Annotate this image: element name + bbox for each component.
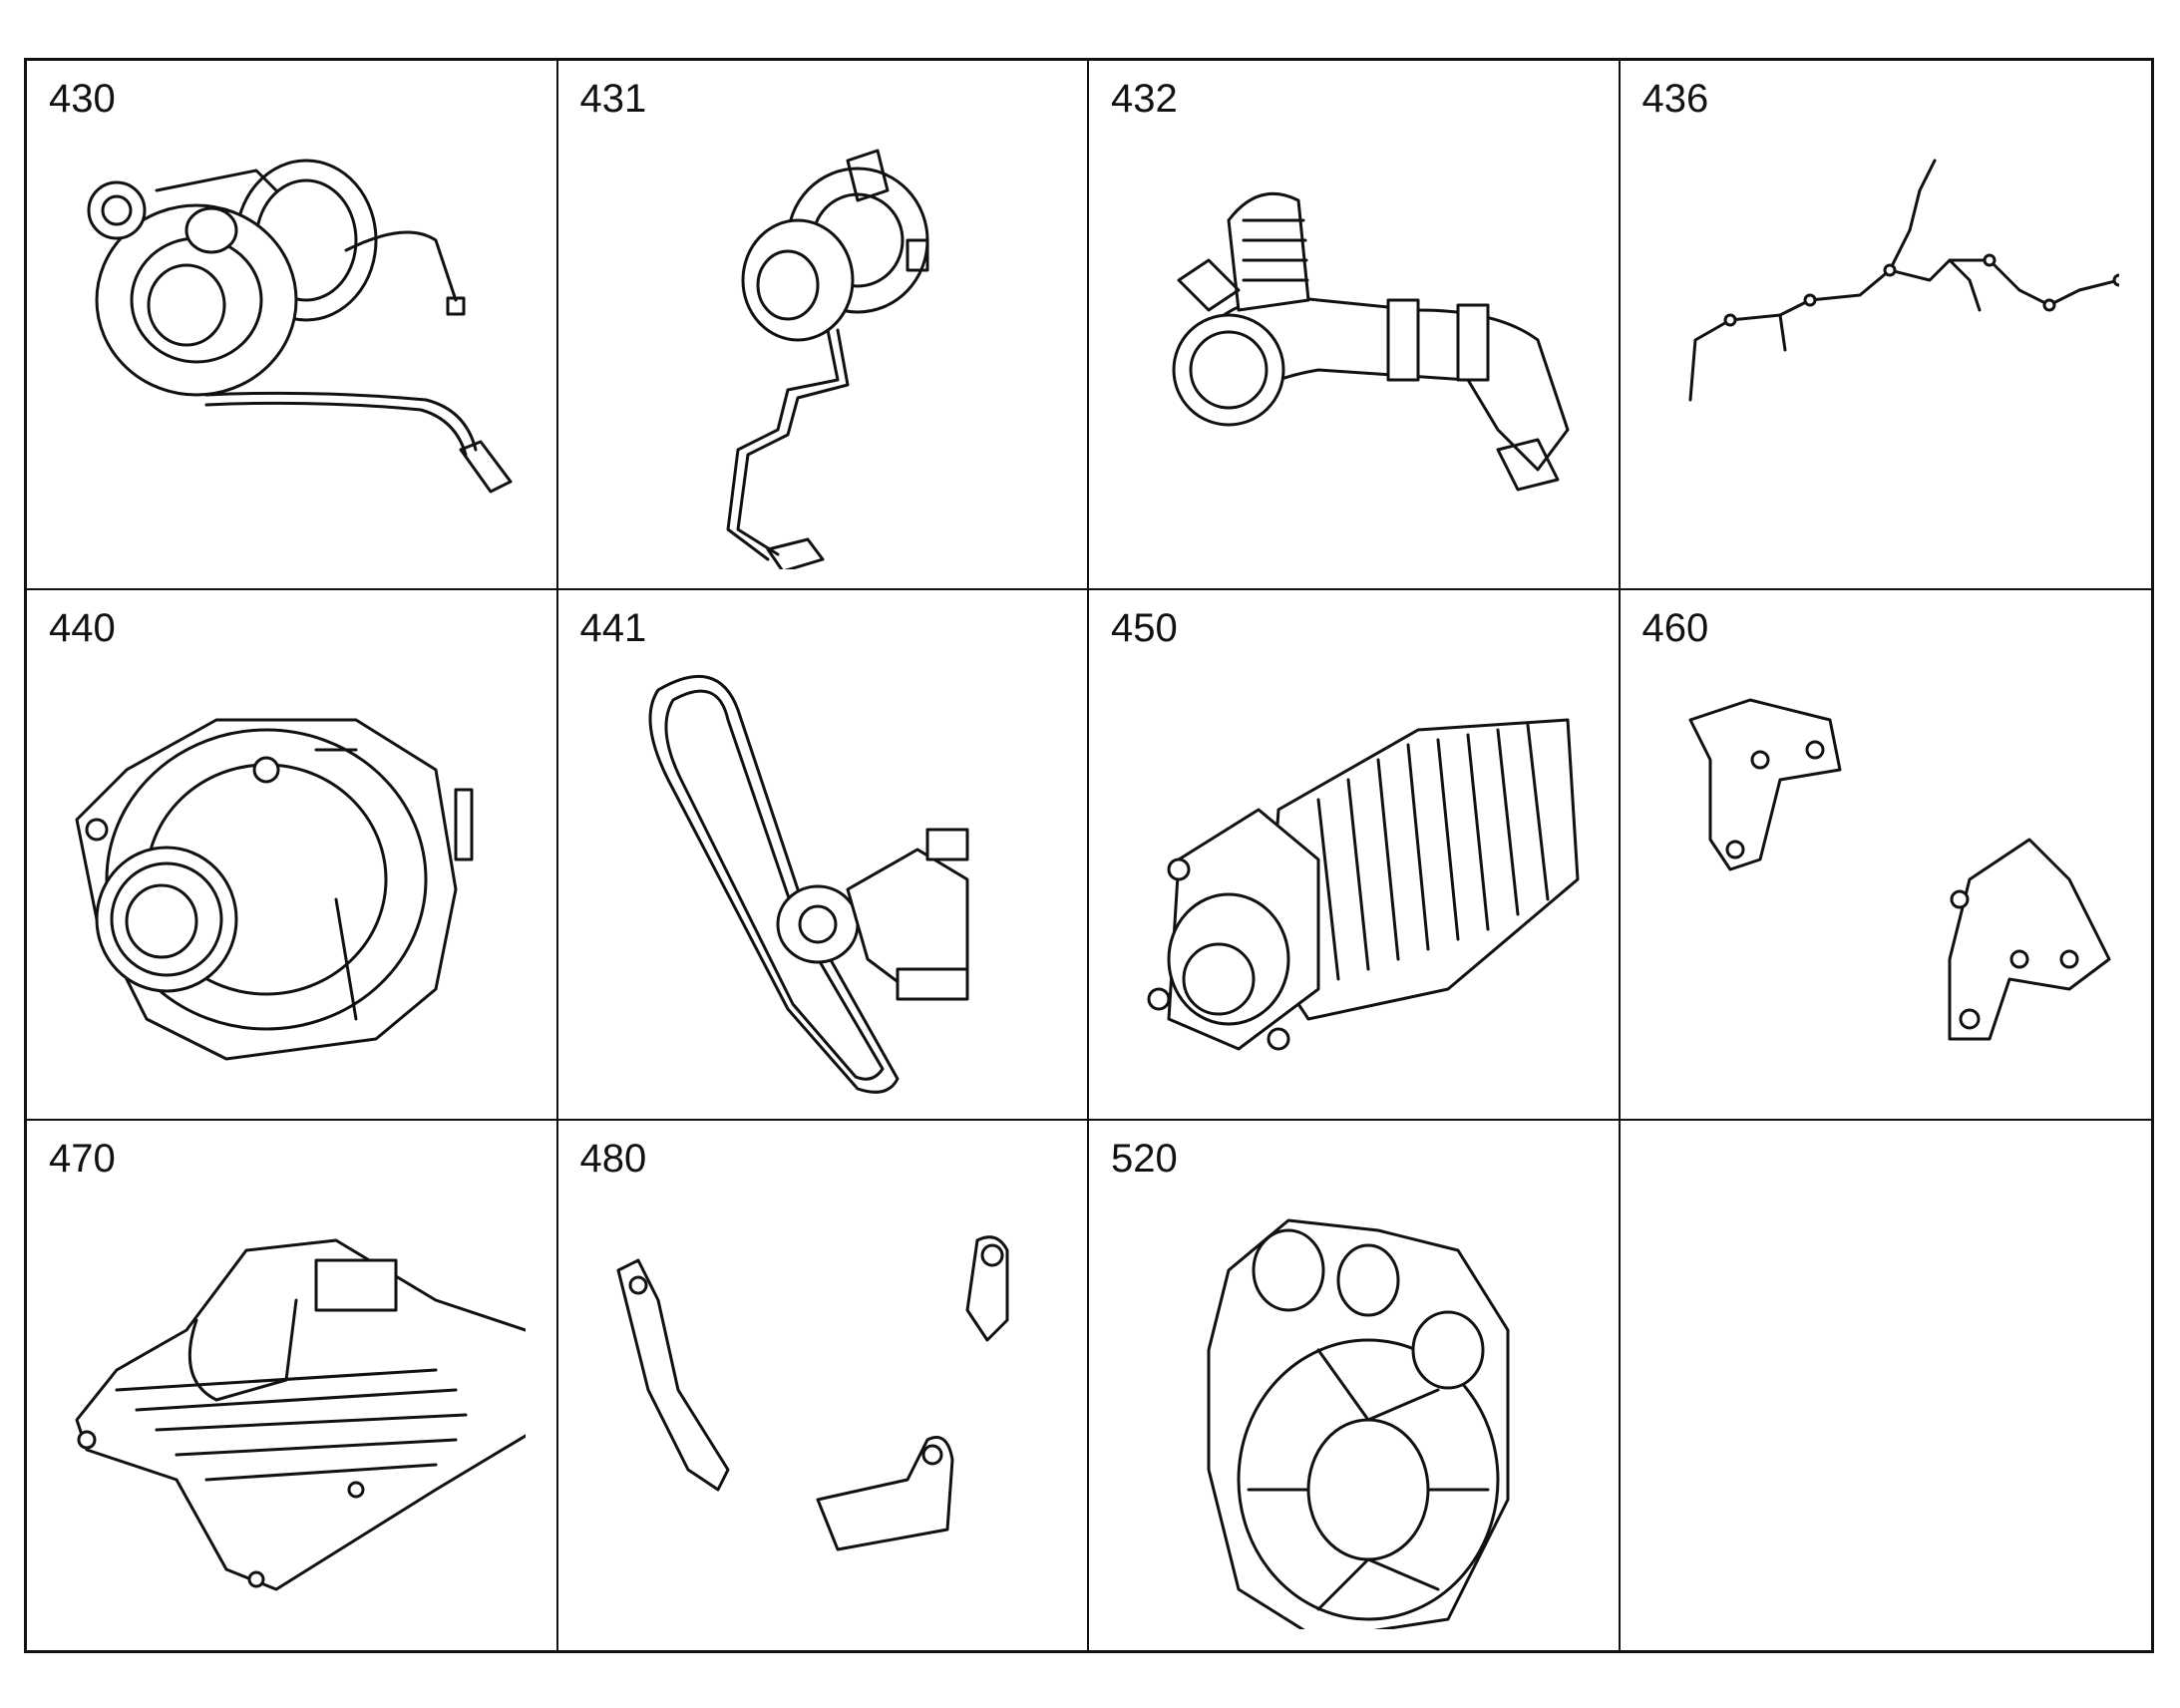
part-number: 460 — [1641, 606, 1709, 651]
belt-and-tensioner-icon — [648, 675, 968, 1095]
part-cell-432[interactable]: 432 — [1089, 61, 1621, 591]
empty-cell — [1621, 1121, 2152, 1650]
flywheel-housing-icon — [1207, 1218, 1510, 1629]
part-number: 440 — [49, 606, 116, 651]
part-number: 436 — [1641, 77, 1709, 121]
part-cell-480[interactable]: 480 — [558, 1120, 1089, 1650]
part-number: 432 — [1111, 77, 1178, 121]
supercharger-icon — [1147, 718, 1580, 1051]
part-cell-436[interactable]: 436 — [1620, 61, 2151, 591]
turbocharger-with-pipe-icon — [726, 149, 928, 569]
wiring-harness-icon — [1688, 159, 2119, 402]
parts-grid: 430 431 — [24, 58, 2154, 1653]
v8-engine-cover-icon — [75, 1238, 526, 1591]
part-cell-441[interactable]: 441 — [557, 590, 1089, 1121]
part-number: 430 — [49, 77, 116, 121]
turbocharger-with-oil-lines-icon — [87, 159, 513, 494]
part-number: 441 — [579, 606, 647, 651]
lifting-brackets-icon — [616, 1234, 1008, 1551]
part-cell-470[interactable]: 470 — [27, 1120, 558, 1650]
alternator-icon — [75, 718, 474, 1061]
mounting-brackets-icon — [1688, 698, 2110, 1041]
part-cell-520[interactable]: 520 — [1089, 1120, 1621, 1650]
part-number: 450 — [1111, 606, 1178, 651]
part-number: 520 — [1111, 1136, 1178, 1181]
part-cell-460[interactable]: 460 — [1620, 590, 2151, 1121]
part-cell-450[interactable]: 450 — [1089, 590, 1621, 1121]
part-number: 470 — [49, 1136, 116, 1181]
part-cell-431[interactable]: 431 — [557, 61, 1089, 591]
part-cell-440[interactable]: 440 — [27, 590, 558, 1121]
part-cell-430[interactable]: 430 — [27, 61, 558, 591]
part-number: 480 — [579, 1136, 647, 1181]
intake-air-duct-icon — [1172, 191, 1570, 492]
part-number: 431 — [579, 77, 647, 121]
